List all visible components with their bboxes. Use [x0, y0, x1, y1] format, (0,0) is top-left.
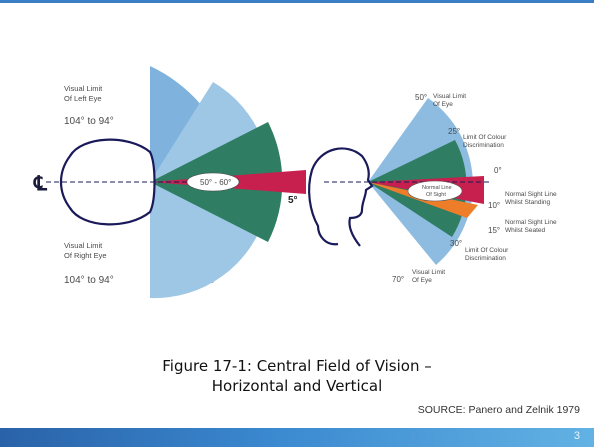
centerline-symbol: ℄: [33, 173, 48, 195]
angle-70-label: 70°: [392, 275, 404, 284]
normal-line-of-sight-oval: [407, 180, 463, 202]
horizontal-view: [46, 66, 306, 299]
left-eye-limit-label: Visual Limit: [64, 84, 103, 93]
head-side-profile: [308, 147, 374, 247]
right-eye-limit-label-2: Of Right Eye: [64, 251, 107, 260]
footer-bar: [0, 428, 594, 447]
angle-0-label: 0°: [494, 166, 502, 175]
colour-upper-limit-label: Limit Of Colour: [463, 134, 507, 141]
right-eye-range: 104° to 94°: [64, 275, 114, 286]
figure-caption-line1: Figure 17-1: Central Field of Vision –: [162, 357, 432, 375]
seated-sight-label-2: Whilst Seated: [505, 227, 545, 234]
head-top-view-outline: [59, 138, 156, 226]
angle-50-label: 50°: [415, 93, 427, 102]
binocular-range-label: 50° - 60°: [200, 178, 231, 187]
standing-sight-label: Normal Sight Line: [505, 191, 557, 198]
colour-lower-limit-label-2: Discrimination: [465, 255, 506, 262]
beam-angle-label: 5°: [288, 195, 298, 206]
left-eye-range: 104° to 94°: [64, 116, 114, 127]
colour-lower-limit-label: Limit Of Colour: [465, 247, 509, 254]
angle-10-label: 10°: [488, 201, 500, 210]
right-eye-limit-label: Visual Limit: [64, 241, 103, 250]
angle-15-label: 15°: [488, 226, 500, 235]
top-rule: [0, 0, 594, 3]
angle-25-label: 25°: [448, 127, 460, 136]
eye-upper-limit-label-2: Of Eye: [433, 101, 453, 108]
left-eye-limit-label-2: Of Left Eye: [64, 94, 102, 103]
page-number: 3: [573, 430, 580, 442]
standing-sight-label-2: Whilst Standing: [505, 199, 551, 206]
normal-line-label-2: Of Sight: [426, 192, 446, 198]
colour-upper-limit-label-2: Discrimination: [463, 142, 504, 149]
angle-30-label: 30°: [450, 239, 462, 248]
eye-lower-limit-label-2: Of Eye: [412, 277, 432, 284]
eye-upper-limit-label: Visual Limit: [433, 93, 466, 100]
normal-line-label: Normal Line: [422, 185, 452, 191]
source-citation: SOURCE: Panero and Zelnik 1979: [417, 404, 580, 416]
binocular-range-oval: [186, 172, 240, 192]
vertical-view: [308, 98, 490, 265]
seated-sight-label: Normal Sight Line: [505, 219, 557, 226]
figure-caption-line2: Horizontal and Vertical: [211, 377, 383, 395]
eye-lower-limit-label: Visual Limit: [412, 269, 445, 276]
